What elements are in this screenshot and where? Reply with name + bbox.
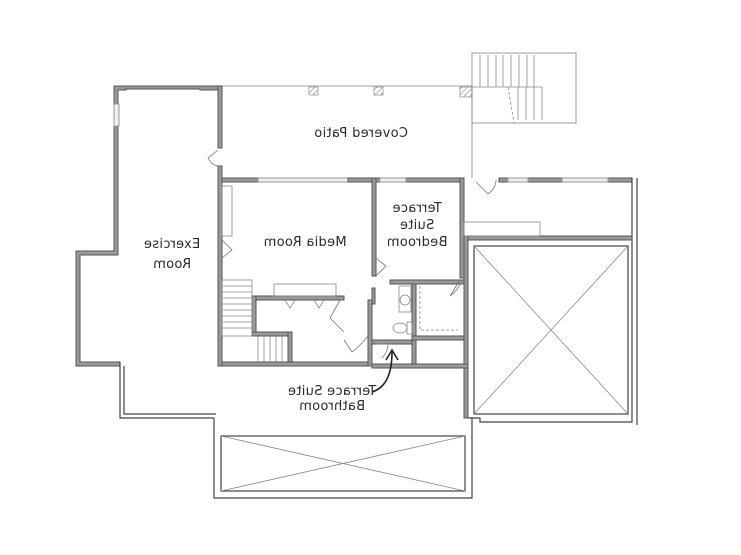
exterior-staircase — [471, 52, 577, 178]
exercise-room-walls — [75, 85, 233, 367]
open-to-below-bottom — [213, 418, 473, 499]
label-bedroom-2: Suite — [400, 218, 435, 233]
label-bathroom-2: Bathroom — [299, 399, 365, 414]
label-bedroom-3: Bedroom — [387, 235, 448, 250]
label-exercise-room-2: Room — [153, 257, 191, 272]
label-bathroom-1: Terrace Suite — [288, 384, 378, 399]
label-bedroom-1: Terrace — [392, 201, 442, 216]
media-cabinet — [273, 283, 337, 309]
label-media-room: Media Room — [263, 235, 346, 250]
open-to-below-right — [463, 221, 629, 415]
bathroom-callout-arrow — [371, 348, 399, 393]
covered-patio-area — [222, 85, 473, 98]
interior-staircase — [221, 185, 283, 362]
label-covered-patio: Covered Patio — [314, 126, 408, 141]
label-exercise-room-1: Exercise — [144, 237, 201, 252]
interior-walls — [221, 177, 633, 419]
main-walls — [119, 177, 638, 425]
bathroom-fixtures — [376, 285, 458, 359]
